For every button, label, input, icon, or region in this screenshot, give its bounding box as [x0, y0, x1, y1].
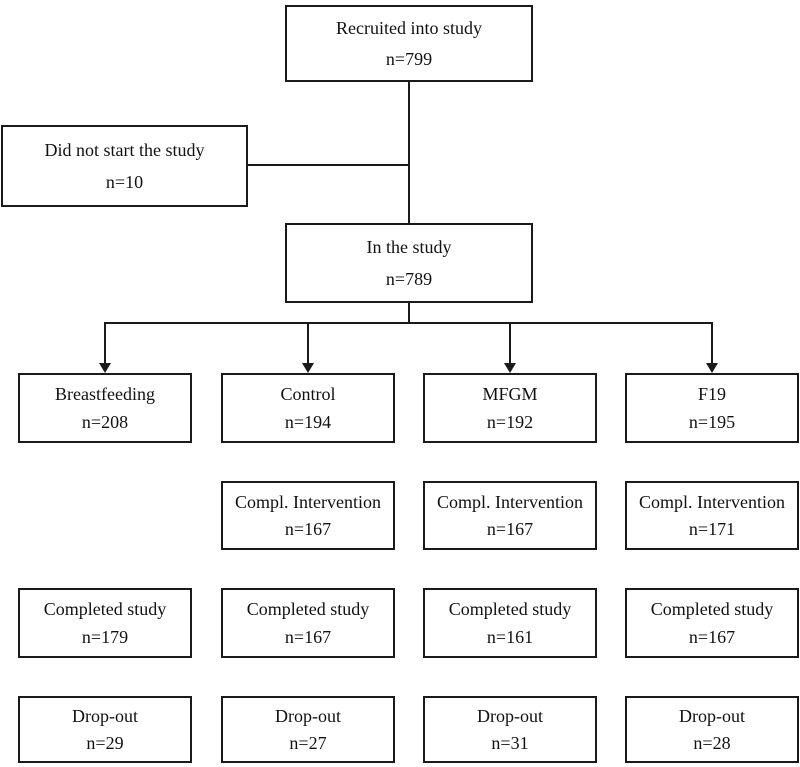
box-label: Drop-out — [477, 706, 543, 726]
box-label: Compl. Intervention — [235, 491, 381, 512]
box-dropout-mfgm: Drop-out n=31 — [423, 696, 597, 763]
connector-didnotstart-branch — [246, 164, 410, 166]
connector-branch-f19 — [711, 322, 713, 364]
box-count: n=167 — [284, 519, 332, 540]
box-completed-f19: Completed study n=167 — [625, 588, 799, 658]
box-dropout-breastfeeding: Drop-out n=29 — [18, 696, 192, 763]
box-count: n=10 — [105, 172, 144, 192]
box-label: Compl. Intervention — [437, 491, 583, 512]
box-count: n=167 — [284, 627, 332, 647]
box-label: Drop-out — [72, 706, 138, 726]
box-label: Drop-out — [275, 706, 341, 726]
box-compl-intervention-mfgm: Compl. Intervention n=167 — [423, 481, 597, 550]
box-count: n=195 — [688, 412, 736, 432]
box-count: n=192 — [486, 412, 534, 432]
box-label: Control — [280, 384, 336, 404]
box-count: n=789 — [385, 268, 433, 289]
box-completed-control: Completed study n=167 — [221, 588, 395, 658]
box-label: Compl. Intervention — [639, 491, 785, 512]
box-compl-intervention-control: Compl. Intervention n=167 — [221, 481, 395, 550]
box-label: Completed study — [448, 599, 572, 619]
arrow-down-icon — [504, 363, 516, 373]
box-did-not-start: Did not start the study n=10 — [1, 125, 248, 207]
box-count: n=31 — [491, 733, 529, 753]
arrow-down-icon — [706, 363, 718, 373]
connector-recruited-to-instudy — [408, 80, 410, 225]
box-in-study: In the study n=789 — [285, 223, 533, 303]
connector-instudy-stub — [408, 301, 410, 323]
box-group-mfgm: MFGM n=192 — [423, 373, 597, 443]
box-count: n=167 — [486, 519, 534, 540]
box-count: n=799 — [385, 48, 433, 69]
arrow-down-icon — [99, 363, 111, 373]
box-label: Drop-out — [679, 706, 745, 726]
box-count: n=28 — [693, 733, 731, 753]
box-recruited: Recruited into study n=799 — [285, 5, 533, 82]
box-count: n=171 — [688, 519, 736, 540]
box-dropout-f19: Drop-out n=28 — [625, 696, 799, 763]
box-label: In the study — [366, 237, 452, 258]
box-label: F19 — [697, 384, 726, 404]
box-completed-mfgm: Completed study n=161 — [423, 588, 597, 658]
connector-branch-control — [307, 322, 309, 364]
box-count: n=194 — [284, 412, 332, 432]
box-count: n=179 — [81, 627, 129, 647]
box-compl-intervention-f19: Compl. Intervention n=171 — [625, 481, 799, 550]
box-count: n=27 — [289, 733, 327, 753]
box-count: n=161 — [486, 627, 534, 647]
box-count: n=208 — [81, 412, 129, 432]
box-label: Breastfeeding — [55, 384, 155, 404]
connector-branch-mfgm — [509, 322, 511, 364]
box-label: Did not start the study — [44, 140, 205, 160]
connector-branch-horizontal — [104, 322, 713, 324]
box-label: Completed study — [43, 599, 167, 619]
box-label: Recruited into study — [336, 18, 482, 39]
connector-branch-breastfeeding — [104, 322, 106, 364]
box-label: MFGM — [482, 384, 538, 404]
box-count: n=167 — [688, 627, 736, 647]
arrow-down-icon — [302, 363, 314, 373]
box-label: Completed study — [650, 599, 774, 619]
box-group-f19: F19 n=195 — [625, 373, 799, 443]
box-group-breastfeeding: Breastfeeding n=208 — [18, 373, 192, 443]
box-group-control: Control n=194 — [221, 373, 395, 443]
box-completed-breastfeeding: Completed study n=179 — [18, 588, 192, 658]
box-dropout-control: Drop-out n=27 — [221, 696, 395, 763]
box-count: n=29 — [86, 733, 124, 753]
box-label: Completed study — [246, 599, 370, 619]
